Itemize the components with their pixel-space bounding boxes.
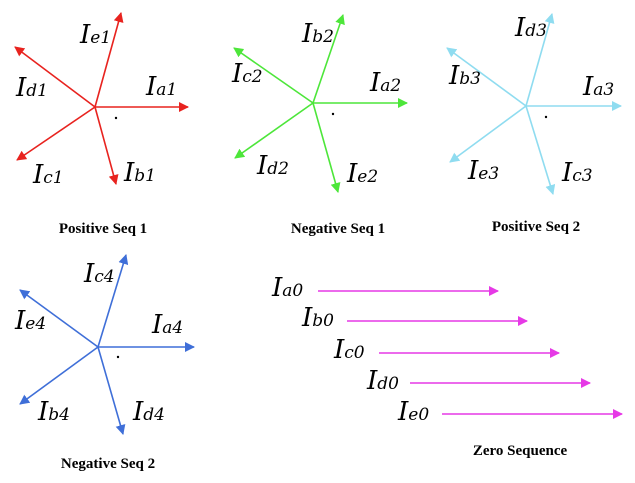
phasor-c4-label: Ic4 (83, 259, 115, 289)
phasor-e0-label: Ie0 (397, 397, 429, 427)
phasor-b4-arrow (19, 346, 99, 405)
phasor-d0-label: Id0 (366, 366, 399, 396)
phasor-d2-arrow (234, 102, 314, 159)
phasor-b3-arrow (525, 105, 556, 195)
phasor-b1-arrow (94, 106, 119, 185)
phasor-b2-arrow (312, 14, 345, 104)
phasor-b1-label: Ib1 (123, 158, 156, 188)
phasor-a1-label: Ia1 (145, 72, 177, 102)
phasor-c3-label: Ic3 (561, 158, 593, 188)
phasor-e4-arrow (19, 289, 99, 348)
diagram-positive-seq-1: Ia1 Ib1 Ic1 Id1 Ie1 Positive Seq 1 (14, 12, 189, 237)
phasor-d3-label: Id3 (514, 13, 547, 43)
caption-negative-seq-1: Negative Seq 1 (291, 221, 385, 237)
origin-dot (544, 115, 548, 119)
caption-positive-seq-1: Positive Seq 1 (59, 221, 147, 237)
phasor-b4-label: Ib4 (37, 397, 70, 427)
phasor-d1-label: Id1 (15, 73, 48, 103)
phasor-c4-arrow (97, 254, 129, 348)
phasor-d1-arrow (14, 46, 96, 108)
phasor-c1-arrow (16, 106, 96, 161)
phasor-e4-label: Ie4 (14, 306, 46, 336)
phasor-e1-label: Ie1 (79, 20, 111, 50)
phasor-e3-label: Ie3 (467, 156, 499, 186)
phasor-e1-arrow (94, 12, 124, 108)
phasor-c3-arrow (449, 105, 527, 163)
phasor-d4-label: Id4 (132, 397, 165, 427)
phasor-a0-label: Ia0 (271, 273, 303, 303)
phasor-b2-label: Ib2 (301, 19, 334, 49)
origin-dot (114, 116, 118, 120)
phasor-e3-arrow (525, 13, 555, 107)
phasor-e2-label: Ie2 (346, 159, 378, 189)
phasor-e2-arrow (312, 102, 341, 193)
phasor-c2-arrow (233, 47, 314, 104)
origin-dot (116, 355, 120, 359)
phasor-c0-label: Ic0 (333, 335, 365, 365)
phasor-b3-label: Ib3 (448, 61, 481, 91)
phasor-c1-label: Ic1 (32, 160, 64, 190)
phasor-b0-label: Ib0 (301, 303, 334, 333)
phasor-a4-label: Ia4 (151, 310, 183, 340)
diagram-negative-seq-1: Ia2 Ib2 Ic2 Id2 Ie2 Negative Seq 1 (231, 14, 408, 237)
phasor-d3-arrow (446, 47, 527, 107)
diagram-positive-seq-2: Ia3 Ib3 Ic3 Id3 Ie3 Positive Seq 2 (446, 13, 622, 235)
diagram-negative-seq-2: Ia4 Ib4 Ic4 Id4 Ie4 Negative Seq 2 (14, 254, 195, 472)
diagram-zero-sequence: Ia0 Ib0 Ic0 Id0 Ie0 Zero Sequence (271, 273, 623, 459)
phasor-d4-arrow (97, 346, 126, 435)
caption-negative-seq-2: Negative Seq 2 (61, 456, 155, 472)
phasor-a2-label: Ia2 (369, 68, 401, 98)
phasor-a3-label: Ia3 (582, 72, 614, 102)
origin-dot (331, 112, 335, 116)
phasor-d2-label: Id2 (256, 151, 289, 181)
phasor-c2-label: Ic2 (231, 59, 263, 89)
caption-zero-sequence: Zero Sequence (473, 443, 568, 459)
caption-positive-seq-2: Positive Seq 2 (492, 219, 580, 235)
